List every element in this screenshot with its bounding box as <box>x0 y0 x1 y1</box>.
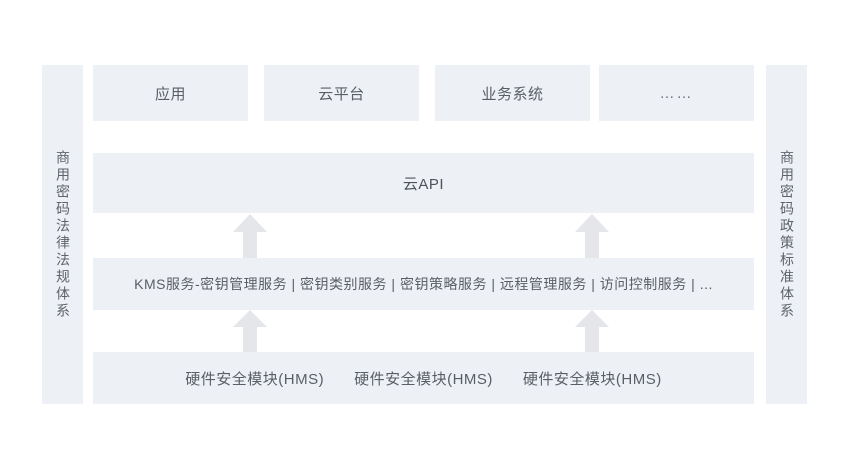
application-box-business-system[interactable]: 业务系统 <box>435 65 590 121</box>
hsm-item-3[interactable]: 硬件安全模块(HMS) <box>522 370 662 388</box>
hardware-security-module-band[interactable]: 硬件安全模块(HMS) 硬件安全模块(HMS) 硬件安全模块(HMS) <box>93 352 754 404</box>
application-box-app[interactable]: 应用 <box>93 65 248 121</box>
kms-service-label: KMS服务-密钥管理服务 | 密钥类别服务 | 密钥策略服务 | 远程管理服务 … <box>134 276 713 292</box>
kms-service-band[interactable]: KMS服务-密钥管理服务 | 密钥类别服务 | 密钥策略服务 | 远程管理服务 … <box>93 258 754 310</box>
arrow-up-icon-hms-to-kms-left <box>233 310 267 352</box>
left-pillar-label: 商用密码法律法规体系 <box>55 149 71 320</box>
application-box-business-system-label: 业务系统 <box>481 85 544 103</box>
left-pillar-legal-framework: 商用密码法律法规体系 <box>42 65 83 404</box>
hsm-item-1[interactable]: 硬件安全模块(HMS) <box>185 370 325 388</box>
cloud-api-label: 云API <box>402 175 445 193</box>
arrow-up-icon-kms-to-api-right <box>575 214 609 258</box>
arrow-up-icon-hms-to-kms-right <box>575 310 609 352</box>
application-box-cloud-platform[interactable]: 云平台 <box>264 65 419 121</box>
hsm-item-2[interactable]: 硬件安全模块(HMS) <box>354 370 493 388</box>
arrow-up-icon-kms-to-api-left <box>233 214 267 258</box>
application-box-cloud-platform-label: 云平台 <box>318 85 365 103</box>
right-pillar-policy-standard: 商用密码政策标准体系 <box>766 65 807 404</box>
application-box-app-label: 应用 <box>154 85 186 103</box>
application-box-more[interactable]: …… <box>599 65 754 121</box>
right-pillar-label: 商用密码政策标准体系 <box>779 149 795 320</box>
cloud-api-band[interactable]: 云API <box>93 153 754 213</box>
application-box-more-label: …… <box>659 84 694 102</box>
